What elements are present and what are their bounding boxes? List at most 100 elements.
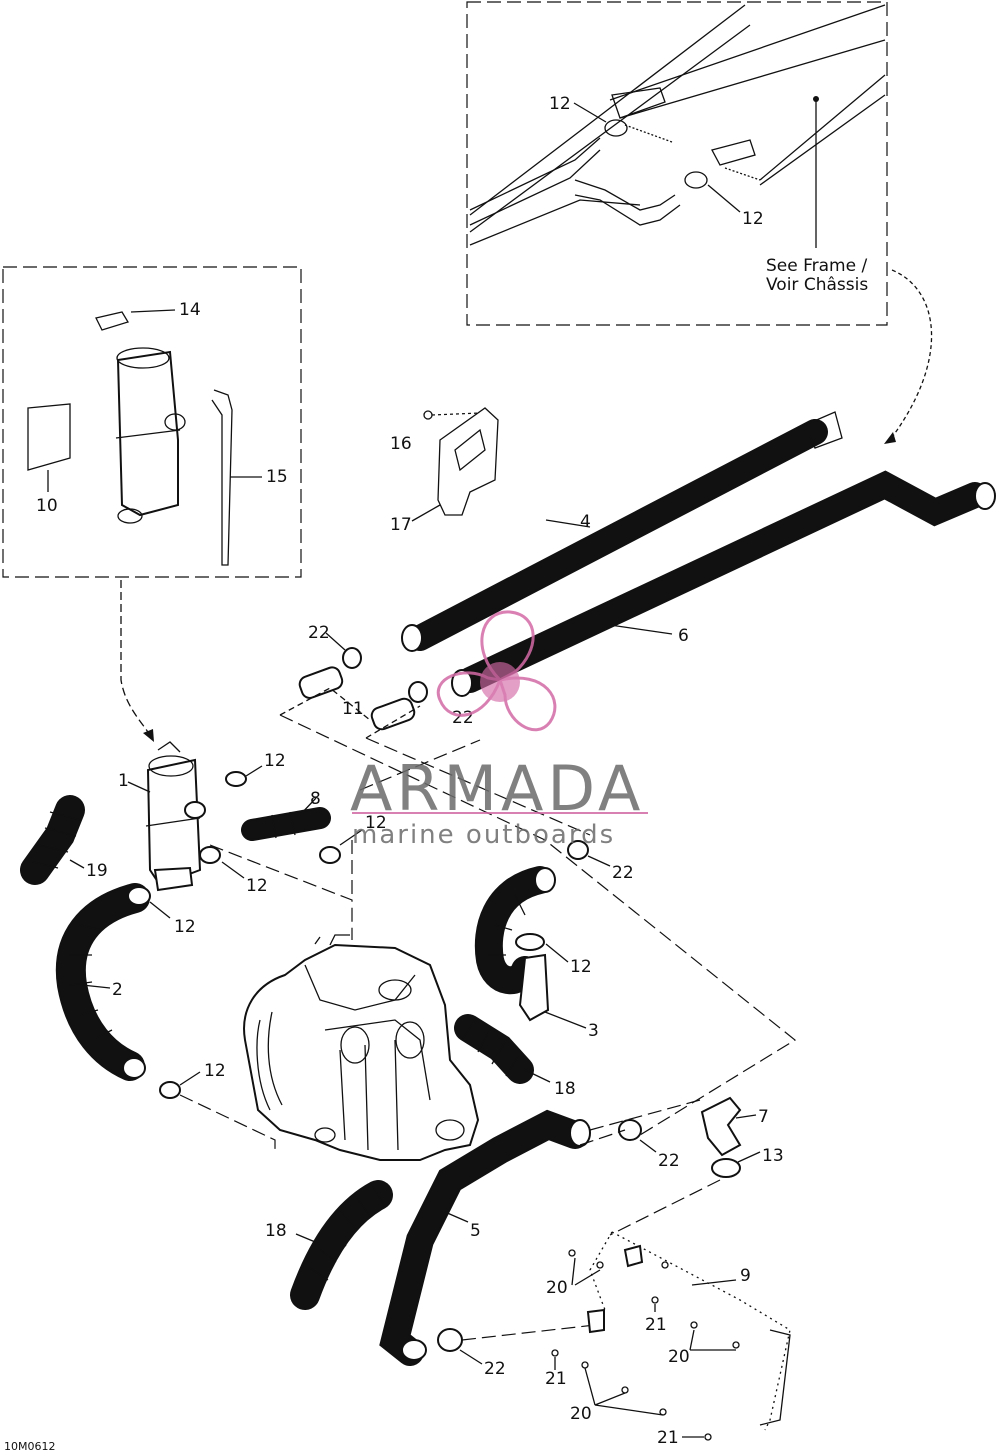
hose-5: 5: [379, 1109, 591, 1366]
hose-end: [122, 1057, 146, 1079]
screw-icon: [690, 1321, 698, 1329]
callout-4: 4: [580, 512, 591, 532]
leader-line: [689, 1329, 736, 1351]
callout-20: 20: [668, 1347, 690, 1367]
frame-spring: [624, 124, 761, 181]
engine-icon: [243, 943, 480, 1161]
leader-line: [221, 861, 245, 879]
screw-icon: [581, 1361, 589, 1369]
dashed-guide: [179, 1094, 276, 1152]
clamp-icon: [319, 846, 341, 864]
leader-line: [130, 309, 176, 313]
frame-pipe: [574, 179, 676, 211]
leader-line: [149, 901, 171, 919]
fitting-7: 7 13: [700, 1096, 784, 1178]
vent-tube-icon: [211, 389, 233, 566]
clamp-icon: [515, 933, 545, 951]
leader-line: [295, 1233, 321, 1245]
tank-inset-border: [2, 266, 302, 578]
cylinder-head: [378, 979, 412, 1001]
screw-icon: [732, 1341, 740, 1349]
engine-port: [435, 1119, 465, 1141]
leader-line: [584, 1367, 664, 1416]
callout-21: 21: [645, 1315, 667, 1335]
hose-end: [534, 867, 556, 893]
cylinder: [340, 1026, 370, 1064]
dashed-guide: [359, 739, 481, 791]
tank-port: [184, 801, 206, 819]
frame-inset: 12 12 See Frame / Voir Châssis: [466, 1, 888, 326]
screw-icon: [551, 1349, 559, 1357]
clamp-icon: [127, 886, 151, 906]
callout-22: 22: [612, 863, 634, 883]
callout-11: 11: [342, 699, 364, 719]
pipe-end: [804, 411, 843, 449]
pipe-end: [451, 669, 473, 697]
plate-fitting: [623, 1244, 644, 1268]
leader-line: [299, 797, 317, 816]
leader-line: [459, 1349, 483, 1365]
tank-outlet: [153, 866, 194, 892]
hose-ribs: [488, 894, 526, 956]
screw-icon: [568, 1249, 576, 1257]
leader-line: [573, 102, 607, 123]
engine-detail: [324, 1019, 431, 1151]
callout-12: 12: [742, 209, 764, 229]
clamp-icon: [342, 647, 362, 669]
leader-line: [545, 943, 569, 963]
leader-line: [179, 1071, 201, 1086]
leader-line: [545, 519, 591, 528]
leader-line: [325, 632, 346, 651]
leader-line: [81, 984, 111, 989]
hose-19: 19: [20, 795, 108, 885]
plate-fitting: [586, 1308, 605, 1334]
callout-9: 9: [740, 1266, 751, 1286]
plate-9: 9 20 21 20 21 20 21: [545, 1179, 791, 1448]
tank-strap: [145, 817, 201, 827]
callout-13: 13: [762, 1146, 784, 1166]
hose-18-lower: 18: [265, 1180, 393, 1310]
screw-icon: [621, 1386, 629, 1394]
callout-1: 1: [118, 771, 129, 791]
reference-arrow: [889, 269, 933, 441]
screw-icon: [651, 1296, 659, 1304]
clamp-icon: [199, 846, 221, 864]
bracket-icon: [437, 407, 499, 516]
callout-22: 22: [658, 1151, 680, 1171]
decal-icon: [27, 403, 71, 471]
leader-line: [69, 859, 85, 869]
callout-22: 22: [484, 1359, 506, 1379]
clamp-icon: [437, 1328, 463, 1352]
elbow-fitting: [700, 1096, 742, 1157]
tank-inset: 14 10 15: [2, 266, 302, 578]
pipe-4: [401, 411, 843, 652]
hose-ribs: [32, 811, 81, 869]
watermark-tagline: marine outboards: [352, 820, 615, 850]
dashed-link: [279, 687, 371, 721]
callout-15: 15: [266, 467, 288, 487]
engine-port: [314, 1127, 336, 1143]
cap-icon: [95, 311, 129, 331]
pipe-6: [451, 470, 996, 697]
callout-16: 16: [390, 434, 412, 454]
callout-12: 12: [365, 813, 387, 833]
callout-21: 21: [545, 1369, 567, 1389]
leader-line: [544, 1011, 587, 1029]
callout-2: 2: [112, 980, 123, 1000]
leader-line: [245, 765, 263, 777]
arrow-head-icon: [143, 729, 154, 742]
leader-line: [691, 1279, 737, 1286]
leader-line: [735, 1114, 757, 1119]
bracket-group: 16 17: [390, 407, 499, 535]
cylinder: [395, 1021, 425, 1059]
callout-3: 3: [588, 1021, 599, 1041]
clamp-icon: [225, 771, 247, 787]
leader-line: [339, 829, 363, 846]
propeller-logo-icon: [436, 610, 557, 732]
pipe-end: [974, 482, 996, 510]
screw-icon: [661, 1261, 669, 1269]
hose-18-upper: 18: [454, 1014, 576, 1099]
frame-bracket: [711, 139, 756, 166]
callout-12: 12: [549, 94, 571, 114]
callout-21: 21: [657, 1428, 679, 1448]
